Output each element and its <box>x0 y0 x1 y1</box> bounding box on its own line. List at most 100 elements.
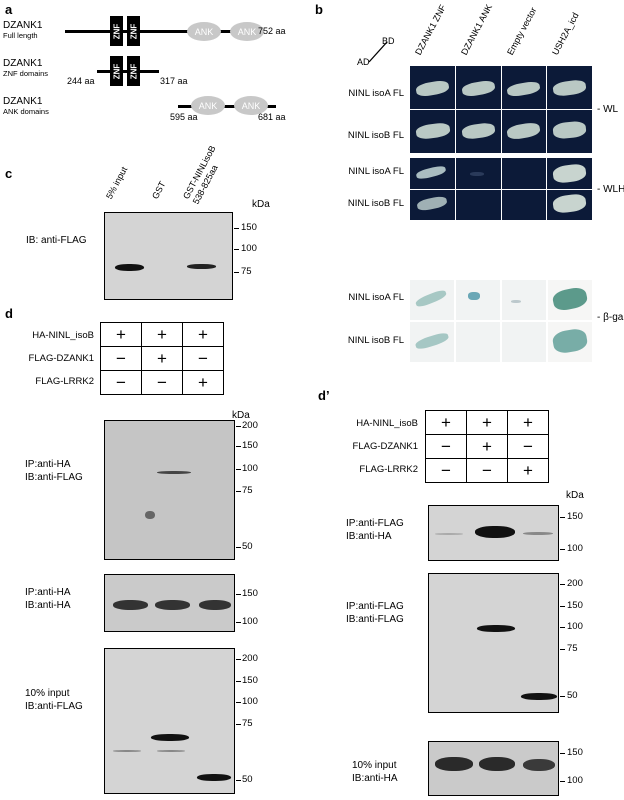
znf-domain: ZNF <box>127 16 140 46</box>
blot-label: IP:anti-HA <box>25 459 71 470</box>
end-label: 752 aa <box>258 26 286 36</box>
construct-name: DZANK1 <box>3 96 43 107</box>
ib-label: IB: anti-FLAG <box>26 235 87 246</box>
start-label: 595 aa <box>170 112 198 122</box>
znf-domain: ZNF <box>127 56 140 86</box>
marker-label: 200 <box>242 653 258 664</box>
marker-label: 150 <box>567 600 583 611</box>
marker-label: 150 <box>242 440 258 451</box>
construct-sub: Full length <box>3 31 38 40</box>
marker-label: 200 <box>242 420 258 431</box>
marker-label: 75 <box>241 266 252 277</box>
marker-label: 150 <box>242 675 258 686</box>
ank-domain: ANK <box>234 96 268 115</box>
panel-label-c: c <box>5 166 13 181</box>
blot-label: IB:anti-FLAG <box>346 614 404 625</box>
protein-line <box>65 30 255 33</box>
blot-label: IB:anti-HA <box>25 600 71 611</box>
ank-domain: ANK <box>230 22 264 41</box>
panel-label-a: a <box>5 2 13 17</box>
marker-label: 75 <box>242 485 253 496</box>
construct-sub: ANK domains <box>3 107 49 116</box>
marker-label: 100 <box>567 621 583 632</box>
marker-label: 50 <box>242 541 253 552</box>
lane-label: GST <box>150 179 168 201</box>
marker-label: 150 <box>242 588 258 599</box>
d-ip-ha-ib-ha-blot <box>104 574 235 632</box>
prey-row-label: NINL isoA FL <box>348 88 404 99</box>
marker-label: 75 <box>567 643 578 654</box>
construct-row-label: HA-NINL_isoB <box>356 418 418 429</box>
d-ip-ha-ib-flag-blot <box>104 420 235 560</box>
ank-domain: ANK <box>191 96 225 115</box>
blot-label: IB:anti-HA <box>352 773 398 784</box>
construct-row-label: FLAG-LRRK2 <box>35 376 94 387</box>
construct-row-label: FLAG-DZANK1 <box>352 441 418 452</box>
panel-label-b: b <box>315 2 323 17</box>
prey-row-label: NINL isoB FL <box>347 335 404 346</box>
marker-label: 50 <box>242 774 253 785</box>
construct-row-label: HA-NINL_isoB <box>32 330 94 341</box>
bd-column-label: DZANK1 ANK <box>459 2 495 57</box>
blot-label: IB:anti-FLAG <box>25 472 83 483</box>
end-label: 681 aa <box>258 112 286 122</box>
kda-label: kDa <box>232 410 250 421</box>
gst-pulldown-blot <box>104 212 233 300</box>
yeast-wl-plate <box>410 66 592 153</box>
bd-column-label: Empty vector <box>505 5 539 57</box>
transfection-table: +++ −+− −−+ <box>100 322 224 395</box>
bd-label: BD <box>382 36 395 46</box>
marker-label: 150 <box>241 222 257 233</box>
wlh-label: - WLH <box>597 184 624 195</box>
marker-label: 100 <box>242 463 258 474</box>
prey-row-label: NINL isoB FL <box>347 198 404 209</box>
dprime-input-ib-ha-blot <box>428 741 559 796</box>
kda-label: kDa <box>252 199 270 210</box>
marker-label: 100 <box>242 696 258 707</box>
marker-label: 200 <box>567 578 583 589</box>
lane-label: 5% input <box>104 165 130 201</box>
panel-label-d-prime: d’ <box>318 388 330 403</box>
blot-label: 10% input <box>25 688 70 699</box>
blot-label: IP:anti-HA <box>25 587 71 598</box>
ad-label: AD <box>357 57 370 67</box>
marker-label: 100 <box>567 775 583 786</box>
marker-label: 75 <box>242 718 253 729</box>
bgal-label: - β-gal <box>597 312 624 323</box>
kda-label: kDa <box>566 490 584 501</box>
blot-label: IP:anti-FLAG <box>346 601 404 612</box>
end-label: 317 aa <box>160 76 188 86</box>
transfection-table: +++ −+− −−+ <box>425 410 549 483</box>
prey-row-label: NINL isoA FL <box>348 292 404 303</box>
protein-line <box>178 105 276 108</box>
marker-label: 150 <box>567 747 583 758</box>
bd-column-label: USH2A_icd <box>550 10 581 57</box>
yeast-wlh-plate <box>410 158 592 220</box>
znf-domain: ZNF <box>110 56 123 86</box>
blot-label: IP:anti-FLAG <box>346 518 404 529</box>
prey-row-label: NINL isoB FL <box>347 130 404 141</box>
marker-label: 100 <box>241 243 257 254</box>
dprime-ip-flag-ib-ha-blot <box>428 505 559 561</box>
dprime-ip-flag-ib-flag-blot <box>428 573 559 713</box>
wl-label: - WL <box>597 104 619 115</box>
bd-column-label: DZANK1 ZNF <box>413 2 448 57</box>
ad-bd-slash <box>368 41 388 63</box>
yeast-bgal-filter <box>410 280 592 362</box>
construct-row-label: FLAG-DZANK1 <box>28 353 94 364</box>
construct-row-label: FLAG-LRRK2 <box>359 464 418 475</box>
construct-name: DZANK1 <box>3 58 43 69</box>
ank-domain: ANK <box>187 22 221 41</box>
znf-domain: ZNF <box>110 16 123 46</box>
d-input-ib-flag-blot <box>104 648 235 794</box>
lane-label: GST-NINLisoB 538-825aa <box>181 143 220 206</box>
blot-label: IB:anti-HA <box>346 531 392 542</box>
marker-label: 50 <box>567 690 578 701</box>
construct-sub: ZNF domains <box>3 69 49 78</box>
marker-label: 150 <box>567 511 583 522</box>
blot-label: 10% input <box>352 760 397 771</box>
blot-label: IB:anti-FLAG <box>25 701 83 712</box>
marker-label: 100 <box>567 543 583 554</box>
panel-label-d: d <box>5 306 13 321</box>
marker-label: 100 <box>242 616 258 627</box>
